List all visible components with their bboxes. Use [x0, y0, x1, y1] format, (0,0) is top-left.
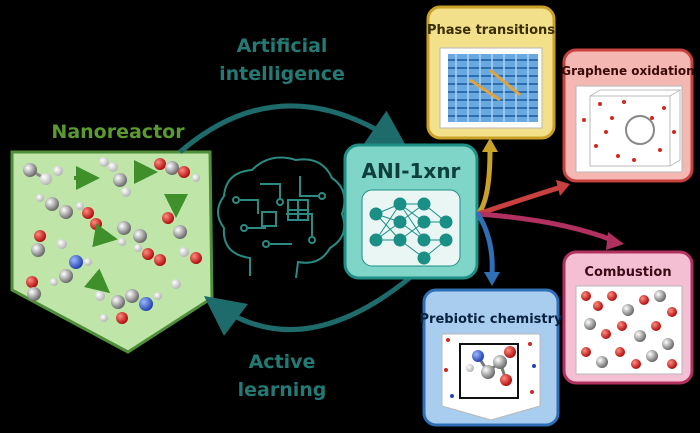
box-graphene-oxidation: Graphene oxidation [561, 48, 695, 183]
arrow-phase [475, 147, 493, 217]
combustion-molecules [581, 290, 677, 369]
prebiotic-title: Prebiotic chemistry [420, 312, 563, 327]
box-prebiotic-chemistry: Prebiotic chemistry [420, 288, 563, 427]
arrow-combustion [475, 211, 615, 243]
nanoreactor-vessel [10, 150, 214, 354]
al-label-line1: Active [249, 351, 316, 373]
glycine-molecule [466, 346, 516, 386]
ani-label: ANI-1xnr [362, 159, 461, 183]
box-phase-transitions: Phase transitions [426, 5, 556, 140]
ai-label-line1: Artificial [237, 35, 328, 57]
graphene-particles [582, 89, 682, 167]
arrow-prebiotic [475, 211, 495, 277]
ai-label-line2: intelligence [219, 63, 345, 85]
combustion-title: Combustion [584, 265, 671, 280]
ani-model: ANI-1xnr [343, 143, 479, 280]
output-arrows [475, 138, 624, 286]
graphene-title: Graphene oxidation [561, 64, 694, 78]
nanoreactor: Nanoreactor [10, 121, 214, 354]
neural-network-icon [369, 197, 453, 265]
nanoreactor-label: Nanoreactor [51, 121, 185, 143]
arrow-graphene [475, 185, 561, 217]
al-label-line2: learning [238, 379, 327, 401]
brain-circuit-icon [217, 156, 346, 279]
cycle-arrows [178, 103, 414, 336]
phase-title: Phase transitions [427, 23, 555, 38]
crystal-lattice [448, 54, 538, 122]
ani-network-panel [361, 189, 461, 267]
box-combustion: Combustion [562, 250, 694, 385]
active-learning-arrow [203, 274, 414, 336]
reaction-arrows [74, 160, 188, 294]
ai-arrow [178, 103, 409, 154]
